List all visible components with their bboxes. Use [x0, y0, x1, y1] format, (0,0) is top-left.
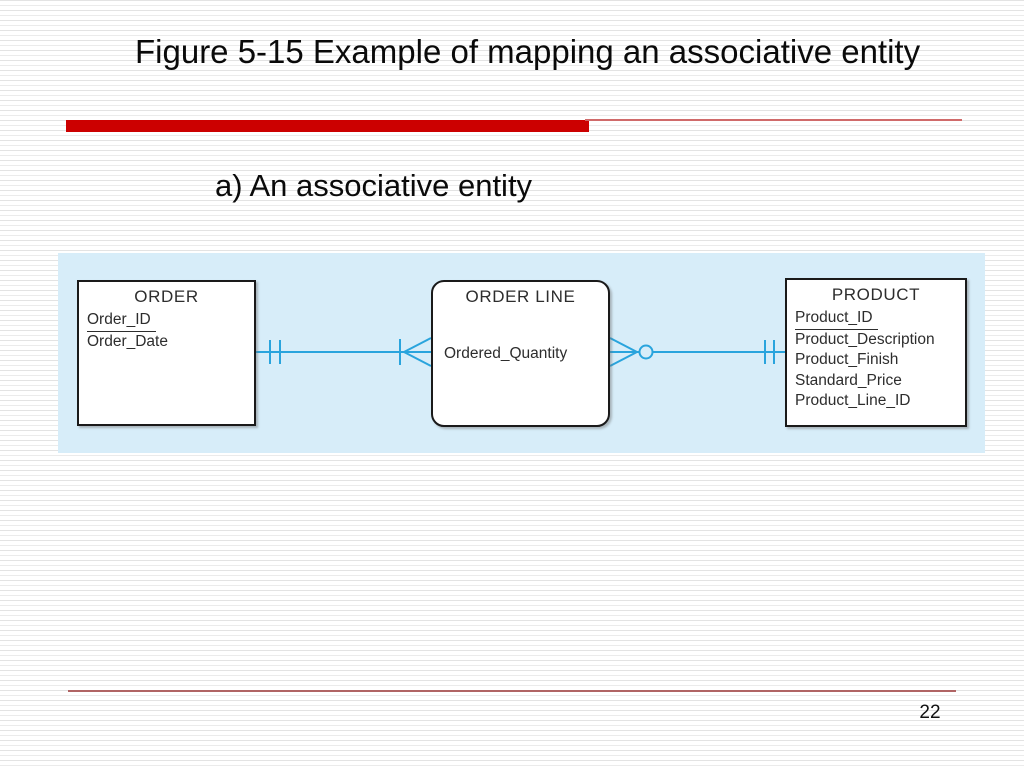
slide-subtitle: a) An associative entity — [215, 168, 533, 203]
entity-order-line: ORDER LINE Ordered_Quantity — [431, 280, 610, 427]
entity-order-line-attributes: Ordered_Quantity — [433, 341, 608, 365]
title-accent-thin-line — [585, 119, 962, 121]
entity-order-attributes: Order_ID Order_Date — [79, 307, 254, 352]
attribute-ordered-quantity: Ordered_Quantity — [444, 344, 608, 365]
entity-order-line-name: ORDER LINE — [465, 287, 576, 306]
entity-product: PRODUCT Product_ID Product_Description P… — [785, 278, 967, 427]
page-number: 22 — [919, 702, 941, 723]
entity-order: ORDER Order_ID Order_Date — [77, 280, 256, 426]
title-accent-bar — [66, 120, 589, 132]
attribute-product-id: Product_ID — [795, 308, 965, 330]
entity-product-name: PRODUCT — [831, 285, 921, 304]
attribute-product-id-label: Product_ID — [795, 308, 878, 330]
entity-product-attributes: Product_ID Product_Description Product_F… — [787, 305, 965, 412]
attribute-standard-price-label: Standard_Price — [795, 371, 902, 389]
attribute-order-id: Order_ID — [87, 310, 254, 332]
attribute-product-line-id-label: Product_Line_ID — [795, 392, 911, 409]
attribute-order-date-label: Order_Date — [87, 332, 168, 350]
attribute-order-date: Order_Date — [87, 332, 254, 353]
entity-order-name: ORDER — [134, 287, 199, 306]
attribute-product-description-label: Product_Description — [795, 330, 935, 348]
slide-title: Figure 5-15 Example of mapping an associ… — [135, 33, 921, 70]
attribute-standard-price: Standard_Price — [795, 371, 965, 392]
footer-divider-line — [68, 690, 956, 692]
attribute-order-id-label: Order_ID — [87, 310, 156, 332]
attribute-ordered-quantity-label: Ordered_Quantity — [444, 345, 568, 362]
attribute-product-finish: Product_Finish — [795, 350, 965, 371]
attribute-product-finish-label: Product_Finish — [795, 351, 899, 368]
attribute-product-line-id: Product_Line_ID — [795, 391, 965, 412]
attribute-product-description: Product_Description — [795, 330, 965, 351]
er-diagram-panel: ORDER Order_ID Order_Date ORDER LINE Ord… — [58, 253, 985, 453]
